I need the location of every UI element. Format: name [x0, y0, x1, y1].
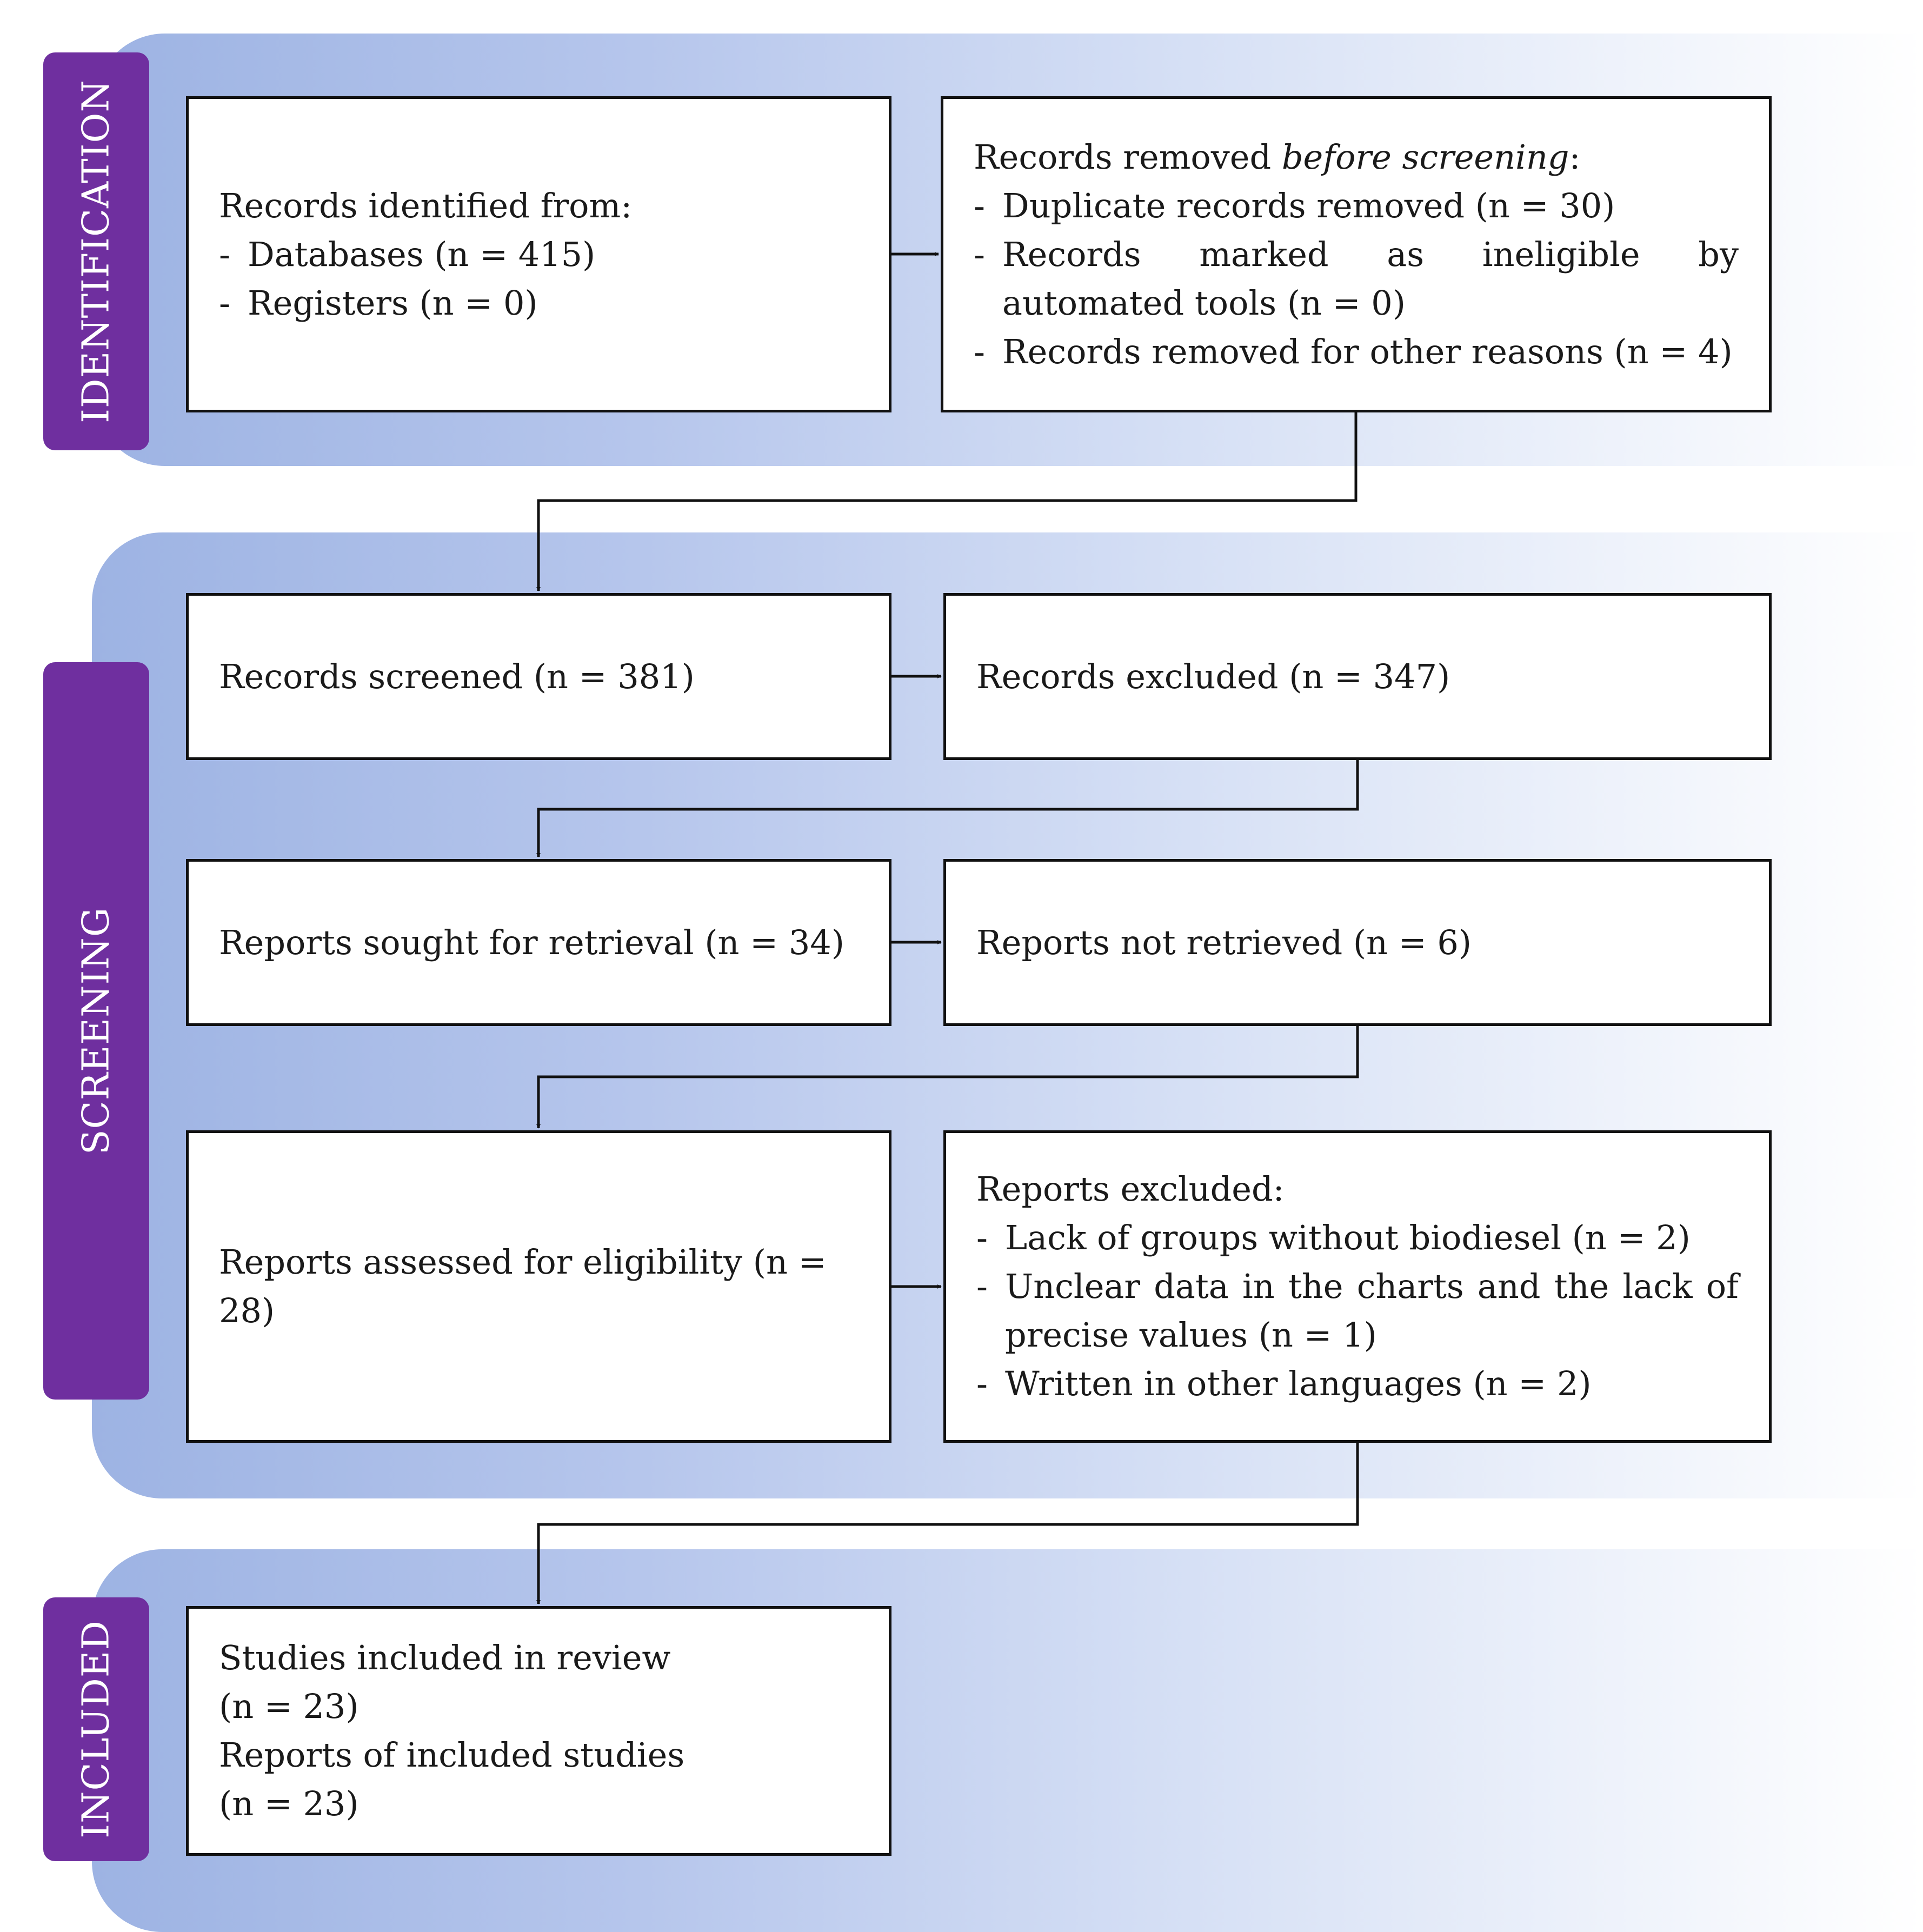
- reports-included-count: (n = 23): [219, 1784, 359, 1823]
- arrow-excluded-to-included: [536, 1443, 1359, 1604]
- records-removed-title: Records removed before screening:: [974, 133, 1739, 182]
- arrow-excluded-to-sought: [536, 760, 1359, 857]
- studies-included-count: (n = 23): [219, 1687, 359, 1726]
- bullet-dash: -: [219, 283, 230, 323]
- records-excluded-text: Records excluded (n = 347): [976, 656, 1450, 696]
- phase-tab-identification: IDENTIFICATION: [43, 52, 149, 450]
- reports-assessed-box: Reports assessed for eligibility (n = 28…: [186, 1130, 891, 1443]
- bullet-dash: -: [219, 234, 230, 274]
- excluded-reason-1: Lack of groups without biodiesel (n = 2): [1005, 1218, 1691, 1257]
- reports-sought-text: Reports sought for retrieval (n = 34): [219, 922, 844, 962]
- list-item: - Databases (n = 415): [219, 230, 859, 279]
- bullet-dash: -: [976, 1267, 988, 1306]
- phase-tab-included: INCLUDED: [43, 1597, 149, 1861]
- bullet-dash: -: [976, 1364, 988, 1403]
- reports-included-label: Reports of included studies: [219, 1735, 685, 1775]
- records-identified-title: Records identified from:: [219, 185, 633, 225]
- records-removed-title-text: Records removed: [974, 137, 1282, 177]
- list-item: - Duplicate records removed (n = 30): [974, 182, 1739, 230]
- bullet-dash: -: [974, 331, 985, 371]
- records-screened-text: Records screened (n = 381): [219, 656, 695, 696]
- bullet-dash: -: [974, 234, 985, 274]
- automated-ineligible: Records marked as ineligible by automate…: [1002, 234, 1739, 323]
- bullet-dash: -: [976, 1218, 988, 1257]
- databases-count: Databases (n = 415): [248, 234, 596, 274]
- duplicates-removed: Duplicate records removed (n = 30): [1002, 185, 1615, 225]
- reports-assessed-text: Reports assessed for eligibility (n = 28…: [219, 1242, 827, 1330]
- studies-included-box: Studies included in review (n = 23) Repo…: [186, 1606, 891, 1856]
- reports-not-retrieved-box: Reports not retrieved (n = 6): [943, 859, 1772, 1026]
- list-item: - Unclear data in the charts and the lac…: [976, 1262, 1739, 1360]
- list-item: - Lack of groups without biodiesel (n = …: [976, 1214, 1739, 1262]
- records-removed-box: Records removed before screening: - Dupl…: [941, 96, 1772, 412]
- records-excluded-box: Records excluded (n = 347): [943, 593, 1772, 760]
- reports-not-retrieved-text: Reports not retrieved (n = 6): [976, 922, 1472, 962]
- list-item: - Records marked as ineligible by automa…: [974, 230, 1739, 328]
- phase-tab-screening: SCREENING: [43, 662, 149, 1400]
- bullet-dash: -: [974, 185, 985, 225]
- list-item: - Written in other languages (n = 2): [976, 1360, 1739, 1408]
- reports-excluded-box: Reports excluded: - Lack of groups witho…: [943, 1130, 1772, 1443]
- registers-count: Registers (n = 0): [248, 283, 538, 323]
- other-reasons-removed: Records removed for other reasons (n = 4…: [1002, 331, 1733, 371]
- reports-excluded-title: Reports excluded:: [976, 1169, 1285, 1209]
- before-screening-italic: before screening: [1281, 137, 1569, 177]
- studies-included-label: Studies included in review: [219, 1638, 671, 1677]
- list-item: - Registers (n = 0): [219, 279, 859, 328]
- reports-sought-box: Reports sought for retrieval (n = 34): [186, 859, 891, 1026]
- records-removed-title-colon: :: [1569, 137, 1581, 177]
- records-identified-box: Records identified from: - Databases (n …: [186, 96, 891, 412]
- arrow-removed-to-screened: [536, 412, 1358, 591]
- excluded-reason-3: Written in other languages (n = 2): [1005, 1364, 1592, 1403]
- records-screened-box: Records screened (n = 381): [186, 593, 891, 760]
- arrow-notretrieved-to-assessed: [536, 1026, 1359, 1129]
- list-item: - Records removed for other reasons (n =…: [974, 328, 1739, 376]
- excluded-reason-2: Unclear data in the charts and the lack …: [1005, 1267, 1739, 1355]
